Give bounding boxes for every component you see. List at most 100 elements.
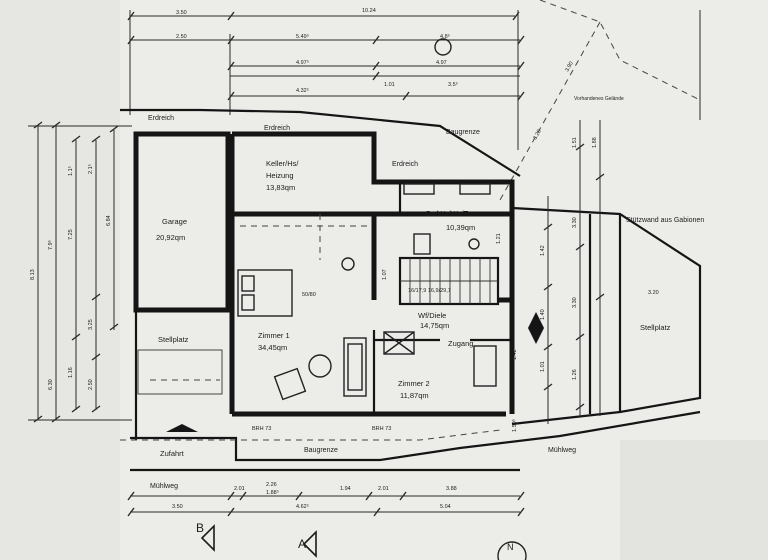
dim-top-9: 3.5⁵ (448, 81, 458, 88)
dim-left-2: 2.1⁵ (87, 164, 94, 174)
dim-top-10: 4.32⁵ (296, 87, 309, 94)
baugrenze-bottom: Baugrenze (304, 447, 338, 454)
stuetzwand-label: Stützwand aus Gabionen (626, 217, 704, 224)
dim-misc-3: 3.20 (648, 290, 659, 296)
paper-shadow-corner (620, 440, 768, 560)
dim-right-3: 3.30 (572, 217, 578, 228)
dim-bottom-9: 5.04 (440, 504, 451, 510)
room-labels: Garage 20,92qm Keller/Hs/ Heizung 13,83q… (156, 159, 671, 458)
door-dim: 50/80 (302, 292, 316, 298)
dim-bottom-1: 2.01 (234, 486, 245, 492)
dim-top-4: 5.49⁵ (296, 33, 309, 40)
zimmer1-name: Zimmer 1 (258, 331, 290, 340)
bottom-dimension-chains: 2.01 2.26 1.88⁵ 1.94 2.01 3.88 3.50 4.62… (127, 482, 525, 517)
keller-name: Keller/Hs/ (266, 159, 299, 168)
building-walls (120, 108, 702, 472)
stellplatz-right: Stellplatz (640, 323, 671, 332)
furniture (137, 183, 497, 401)
top-dimension-chains: 3.50 10.24 2.50 5.49⁵ 4.8⁵ 4.97⁵ 4.97 1.… (127, 8, 525, 150)
zimmer1-area: 34,45qm (258, 343, 287, 352)
dim-top-6: 4.97⁵ (296, 59, 309, 66)
garage-walls (133, 131, 231, 313)
dim-top-1: 3.50 (176, 10, 187, 16)
section-b-marker (200, 524, 215, 552)
diele-area: 14,75qm (420, 321, 449, 330)
dim-left-1: 1.1⁵ (67, 166, 74, 176)
dim-left-8: 6.30 (48, 379, 54, 390)
dim-misc-6: 1.07 (382, 269, 388, 280)
dim-right-5: 1.26 (572, 369, 578, 380)
dim-right-2: 1.88 (592, 137, 598, 148)
dim-left-3: 7.25 (68, 229, 74, 240)
dim-top-7: 4.97 (436, 60, 447, 66)
stellplatz-left: Stellplatz (158, 335, 189, 344)
annotation-labels: Erdreich Erdreich Erdreich Baugrenze Bau… (148, 96, 704, 490)
dim-bottom-4: 1.94 (340, 486, 351, 492)
zimmer2-area: 11,87qm (400, 391, 429, 400)
dim-bottom-2: 2.26 (266, 482, 277, 488)
du-name: Du/Wc/Wa/Tr (426, 209, 471, 218)
entry-arrow-garage (166, 424, 198, 432)
zugang-label: Zugang (448, 339, 473, 348)
garage-name: Garage (162, 217, 187, 226)
dim-bottom-6: 3.88 (446, 486, 457, 492)
dim-left-7: 8.13 (30, 269, 36, 280)
dim-left-4: 1.16 (68, 367, 74, 378)
tree-symbol (434, 38, 452, 56)
dim-right-6: 1.42 (540, 245, 546, 256)
terrain-line (120, 108, 521, 177)
bed (237, 269, 293, 317)
north-arrow (497, 541, 527, 560)
dim-right-8: 1.01 (540, 361, 546, 372)
dim-right-1: 1.51 (572, 137, 578, 148)
section-a-marker (302, 530, 317, 558)
north-letter: N (507, 542, 514, 552)
dim-left-10: 6.84 (106, 215, 112, 226)
erdreich-1: Erdreich (148, 115, 174, 122)
dim-misc-1: 3.90 (564, 61, 574, 73)
dim-bottom-3: 1.88⁵ (266, 489, 279, 496)
desk (473, 345, 497, 387)
dim-right-7: 1.40 (540, 309, 546, 320)
zimmer2-name: Zimmer 2 (398, 379, 430, 388)
dim-misc-2: 3.20 (532, 129, 542, 141)
sofa (343, 337, 367, 397)
brh-1: BRH 73 (252, 426, 271, 432)
section-b-letter: B (196, 521, 204, 535)
dim-top-8: 1.01 (384, 82, 395, 88)
keller-name2: Heizung (266, 171, 294, 180)
garage-area: 20,92qm (156, 233, 185, 242)
dim-top-3: 2.50 (176, 34, 187, 40)
dim-bottom-7: 3.50 (172, 504, 183, 510)
round-table (308, 354, 332, 378)
erdreich-3: Erdreich (392, 161, 418, 168)
muehlweg-left: Mühlweg (150, 483, 178, 490)
dim-bottom-5: 2.01 (378, 486, 389, 492)
brh-2: BRH 73 (372, 426, 391, 432)
entry-arrow-zugang (528, 312, 544, 344)
muehlweg-right: Mühlweg (548, 447, 576, 454)
dim-right-9: 1.50⁵ (511, 419, 518, 432)
diele-name: Wf/Diele (418, 311, 446, 320)
stairs (400, 258, 498, 304)
erdreich-2: Erdreich (264, 125, 290, 132)
zufahrt-label: Zufahrt (160, 449, 185, 458)
dim-right-4: 3.30 (572, 297, 578, 308)
armchair (273, 367, 307, 401)
dim-left-6: 2.50 (88, 379, 94, 390)
paper-shadow-left (0, 0, 120, 560)
property-line-diagonal (499, 21, 601, 201)
du-area: 10,39qm (446, 223, 475, 232)
left-dimension-chains: 8.13 6.30 7.9⁵ 1.1⁵ 7.25 1.16 2.1⁵ 3.25 … (28, 121, 132, 423)
section-a-letter: A (298, 537, 306, 551)
dim-left-9: 7.9⁵ (47, 240, 54, 250)
right-dimension-chains: 1.51 1.88 3.30 3.30 1.26 1.42 1.40 1.01 … (382, 120, 659, 432)
dim-misc-4: 1.21 (496, 233, 502, 244)
dim-left-5: 3.25 (88, 319, 94, 330)
dim-top-2: 10.24 (362, 8, 376, 14)
dim-misc-5: 1.42 (512, 349, 518, 360)
keller-area: 13,83qm (266, 183, 295, 192)
stair-label: 16/17,9 16,9/29,7 (408, 288, 451, 294)
terrain-label: Vorhandenes Gelände (574, 96, 624, 102)
